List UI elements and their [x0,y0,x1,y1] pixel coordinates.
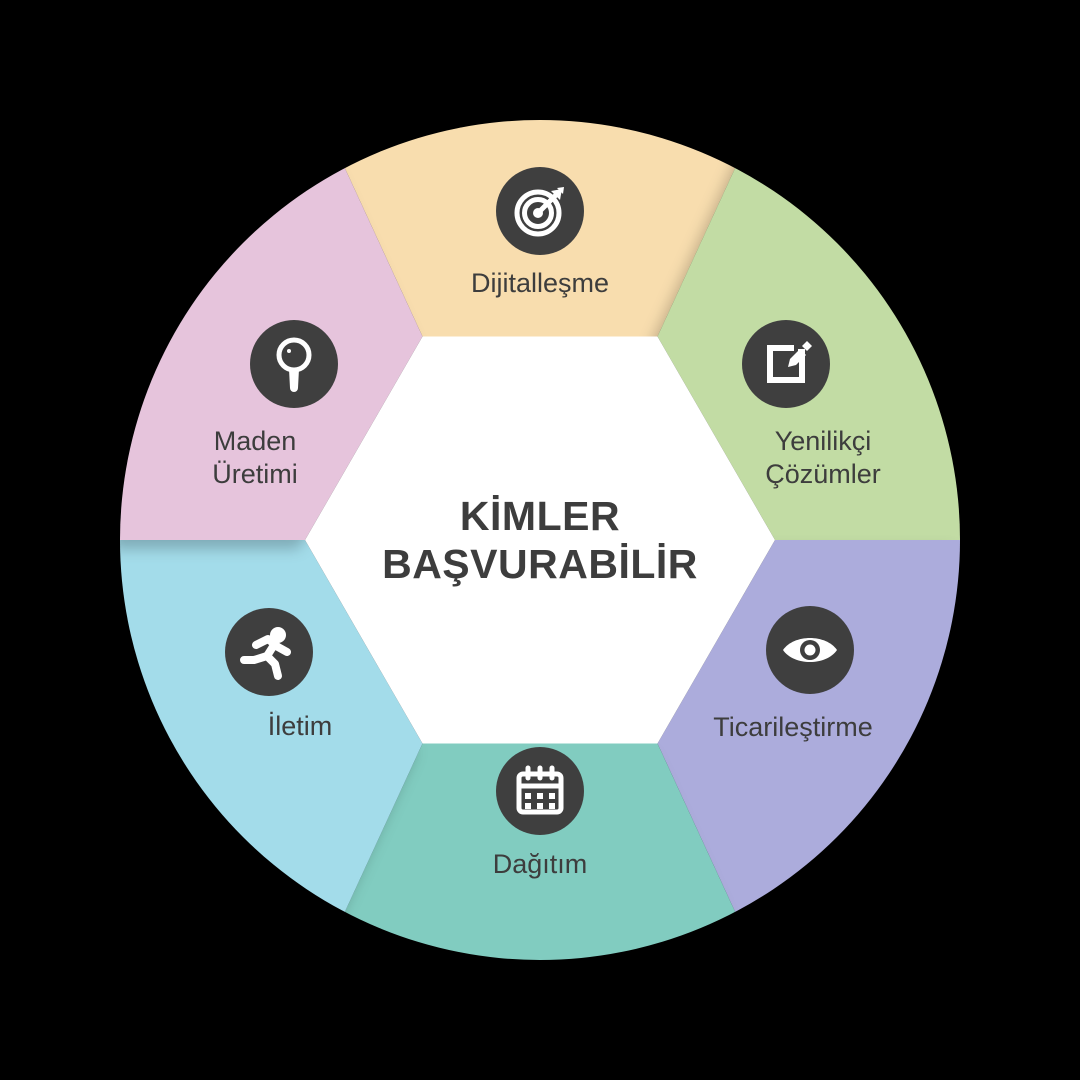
target-icon [514,187,564,237]
center-hexagon [305,336,775,744]
segment-maden-uretimi-label-line2: Üretimi [212,459,298,489]
segment-dagitim-label: Dağıtım [493,849,588,879]
eye-icon [783,638,837,662]
segment-ticarilestirme-icon-group[interactable] [766,606,854,694]
segment-yenilikci-cozumler-icon-group[interactable] [742,320,830,408]
segment-ticarilestirme[interactable] [657,540,962,945]
edit-square-icon [767,341,812,383]
center-title-line2: BAŞVURABİLİR [382,541,698,587]
center-title-line1: KİMLER [460,493,620,539]
segment-yenilikci-cozumler-label-line2: Çözümler [765,459,881,489]
icon-disc-dagitim [496,747,584,835]
segment-iletim-label: İletim [268,710,333,741]
segment-ticarilestirme-shape[interactable] [657,540,962,945]
segment-dagitim[interactable] [330,743,750,1001]
segment-dijitallesme-label: Dijitalleşme [471,268,609,298]
icon-disc-yenilikci-cozumler [742,320,830,408]
running-person-icon [240,627,291,680]
segment-iletim-icon-group[interactable] [225,608,313,696]
segment-dagitim-icon-group[interactable] [496,747,584,835]
segment-iletim[interactable] [118,540,423,945]
segment-dagitim-shape[interactable] [330,743,750,1001]
segment-yenilikci-cozumler-label-line1: Yenilikçi [775,426,872,456]
segment-maden-uretimi-icon-group[interactable] [250,320,338,408]
segment-dijitallesme-icon-group[interactable] [496,167,584,255]
icon-disc-maden-uretimi [250,320,338,408]
segment-iletim-shape[interactable] [118,540,423,945]
segment-maden-uretimi-label-line1: Maden [214,426,297,456]
magnifier-icon [276,337,312,392]
calendar-icon [516,765,564,815]
segment-ticarilestirme-label: Ticarileştirme [713,712,873,742]
